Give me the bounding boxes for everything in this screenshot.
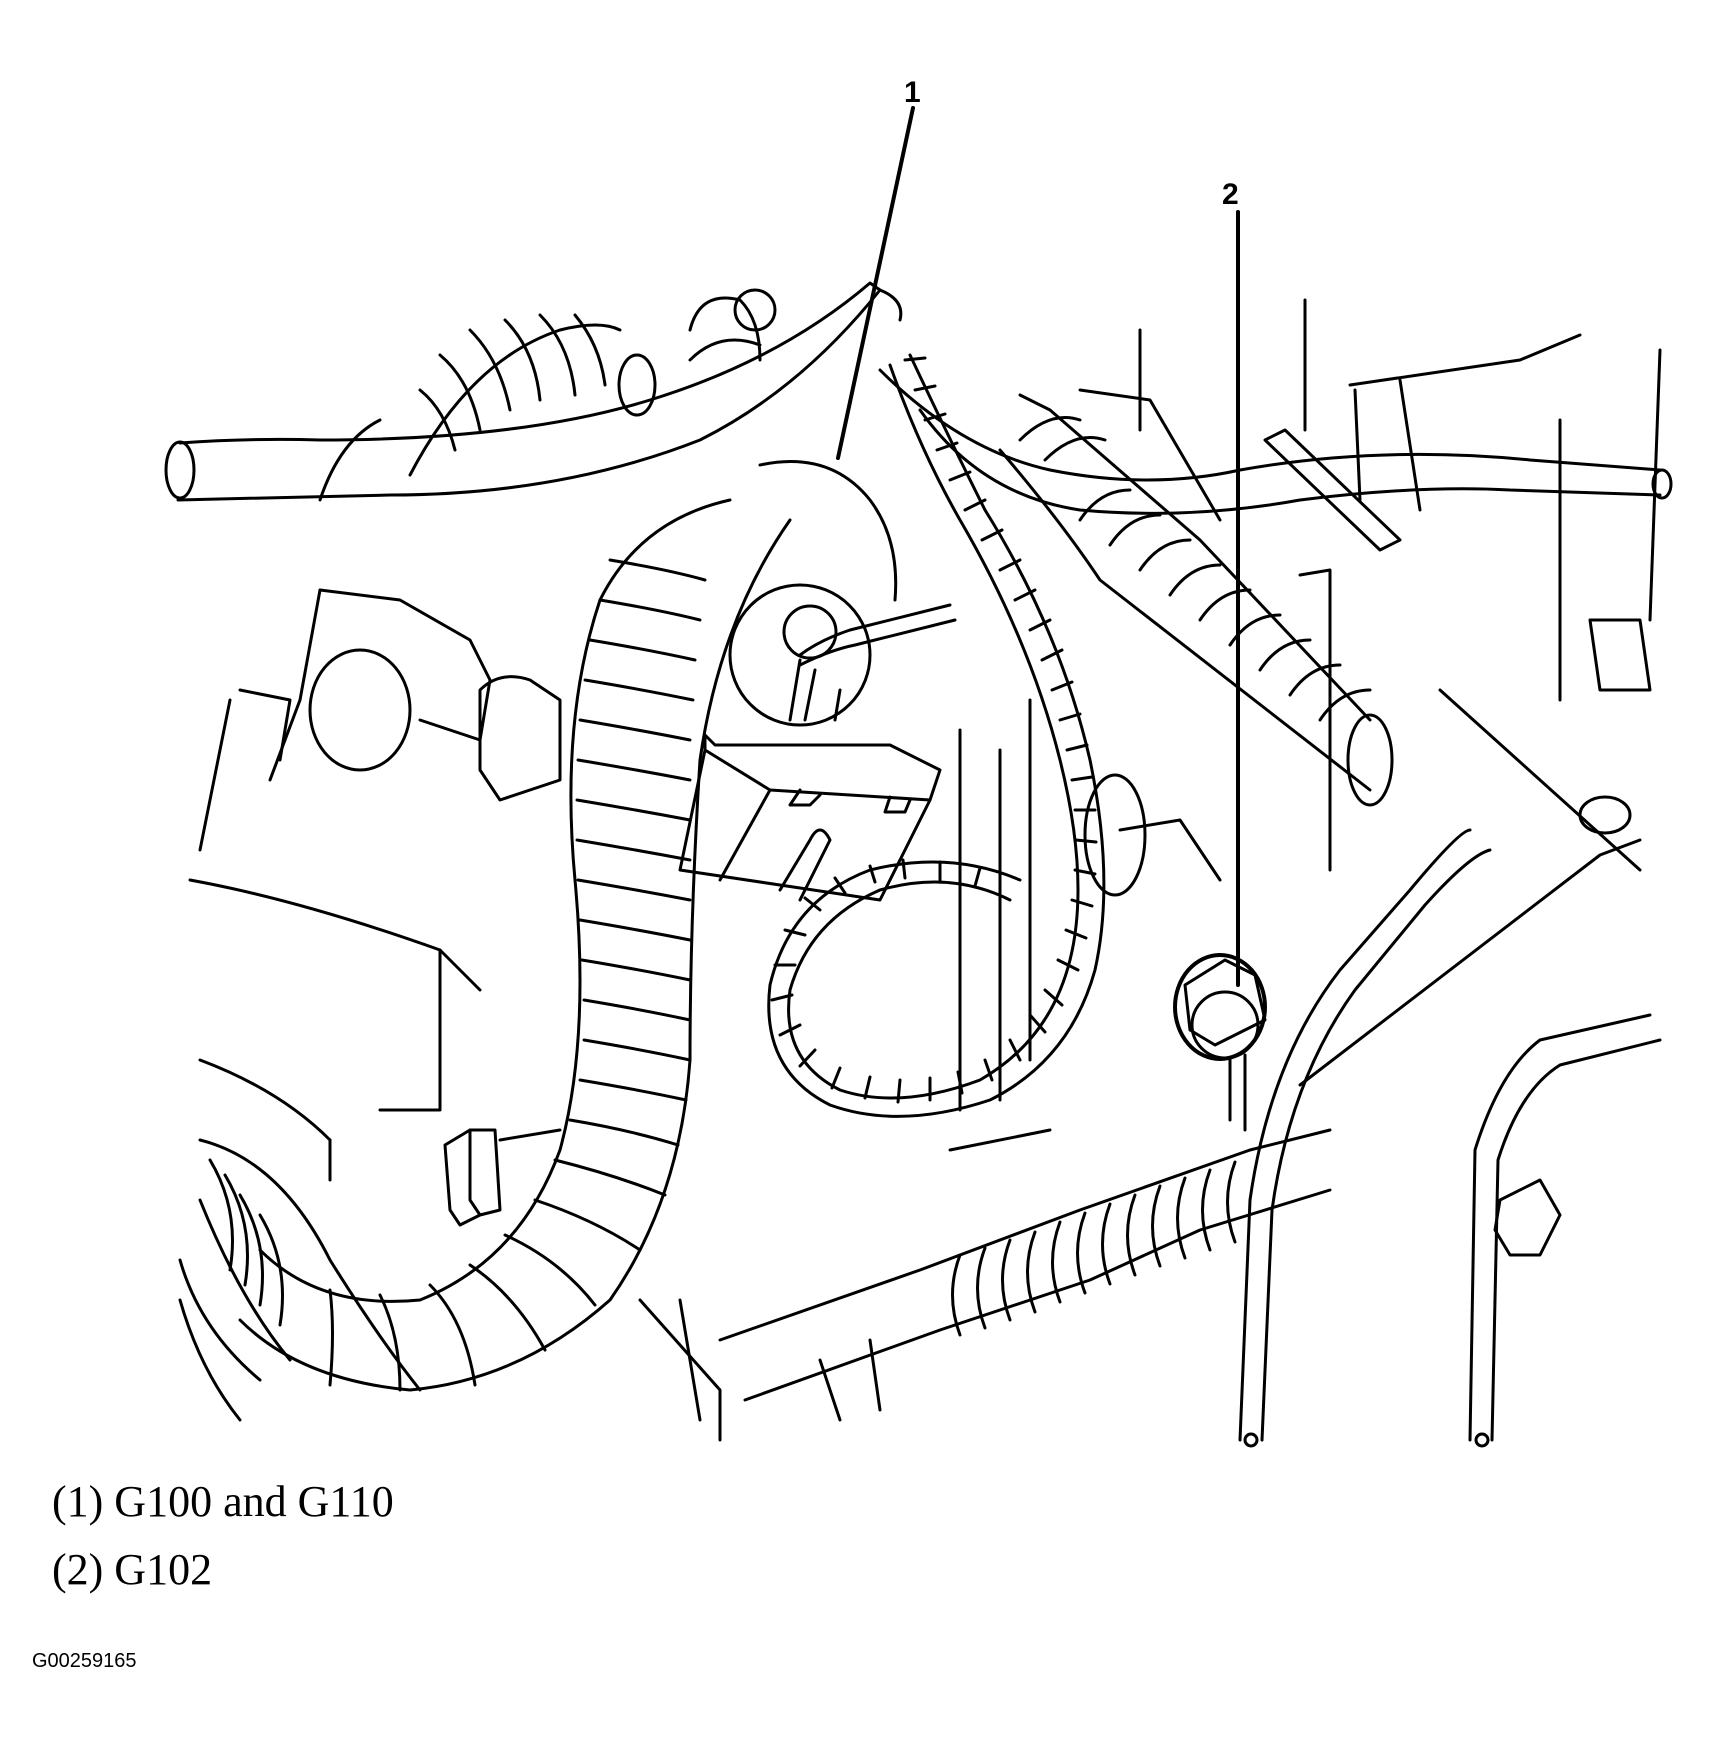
- top-left-tube: [164, 281, 903, 502]
- narrow-corrugated-loop: [767, 353, 1106, 1118]
- ground-location-illustration: [164, 106, 1673, 1448]
- top-right-tube: [878, 368, 1673, 515]
- callout-1-leader: [836, 106, 915, 460]
- right-side-housing: [1138, 298, 1662, 1257]
- relay-assembly: [678, 460, 957, 902]
- corrugated-harness-right: [998, 388, 1402, 807]
- callout-2-number: 2: [1222, 178, 1239, 211]
- engine-block-lines: [638, 698, 1222, 1442]
- legend: (1) G100 and G110 (2) G102: [52, 1480, 394, 1616]
- legend-item-2: (2) G102: [52, 1545, 213, 1594]
- corrugated-harness-bottom: [718, 1128, 1332, 1422]
- legend-item-1: (1) G100 and G110: [52, 1477, 394, 1526]
- corrugated-harness-main: [238, 498, 792, 1392]
- corrugated-harness-upper: [318, 288, 777, 502]
- left-bracket: [188, 588, 562, 1182]
- callout-1-number: 1: [904, 76, 921, 109]
- right-rods: [1238, 795, 1662, 1448]
- figure-id: G00259165: [32, 1650, 137, 1672]
- lower-left-hex-fitting: [443, 1128, 562, 1227]
- g102-ground-bolt: [1173, 953, 1267, 1132]
- corrugated-harness-lower-left: [178, 1138, 422, 1422]
